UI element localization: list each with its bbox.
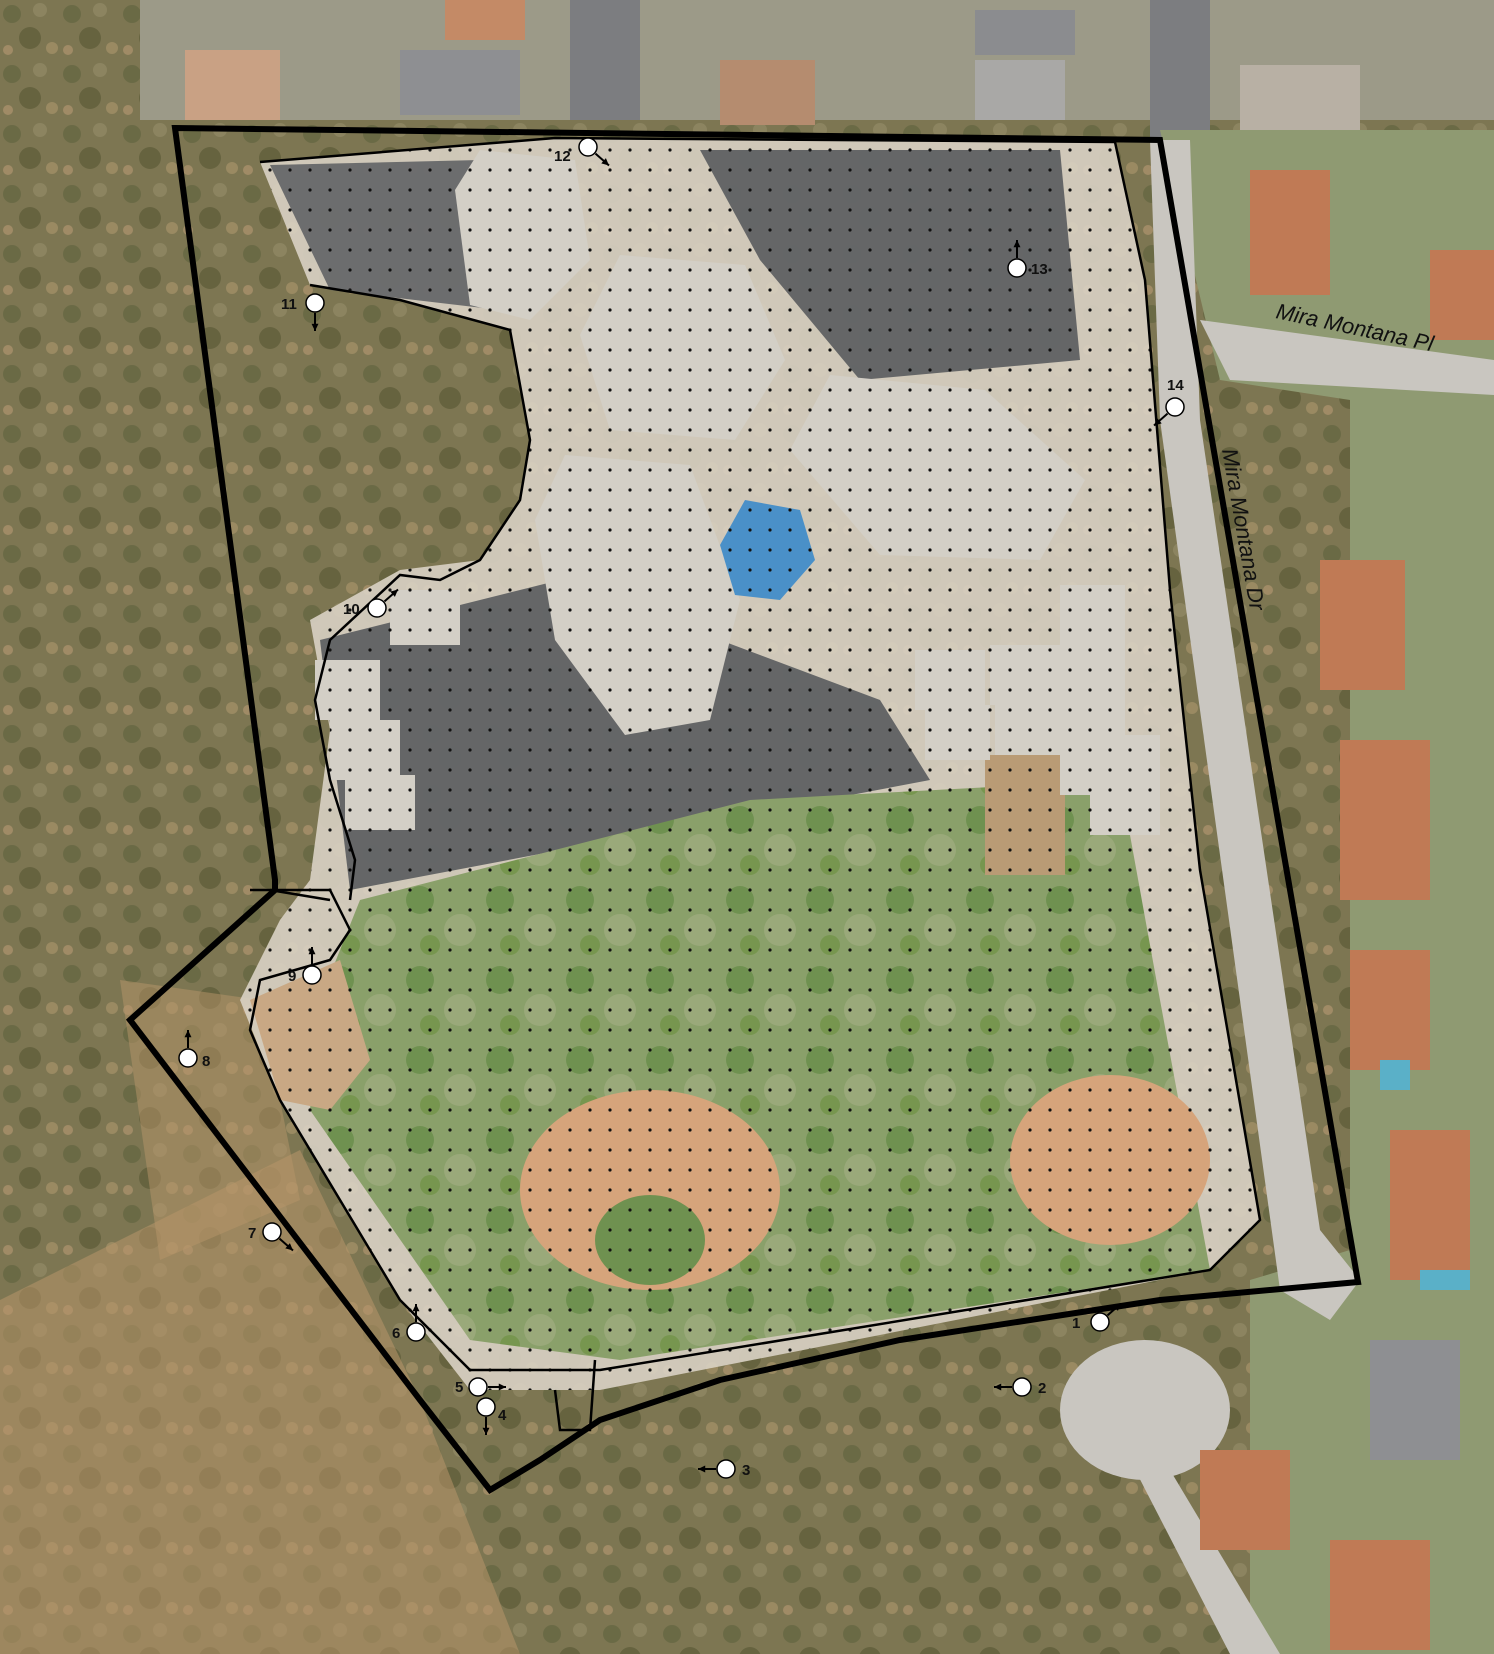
arrowhead-icon — [1013, 240, 1021, 248]
house — [1330, 1540, 1430, 1650]
viewpoint-6: 6 — [392, 1304, 426, 1342]
house — [445, 0, 525, 40]
mira-montana-dr-road — [1150, 140, 1360, 1320]
pool — [1380, 1060, 1410, 1090]
viewpoint-2: 2 — [994, 1377, 1046, 1397]
inner-boundary-line — [309, 283, 532, 901]
viewpoint-3: 3 — [698, 1459, 750, 1479]
viewpoint-8: 8 — [178, 1030, 210, 1070]
house — [975, 60, 1065, 120]
viewpoint-label: 11 — [281, 296, 297, 313]
viewpoint-label: 6 — [392, 1325, 400, 1342]
viewpoint-label: 1 — [1072, 1315, 1080, 1332]
project-boundary — [125, 124, 1362, 1494]
cul-de-sac-road — [1130, 1460, 1280, 1654]
house — [1240, 65, 1360, 135]
arrowhead-icon — [1154, 418, 1162, 426]
viewpoint-11: 11 — [281, 293, 325, 331]
viewpoint-circle-icon — [302, 965, 322, 985]
viewpoint-circle-icon — [367, 598, 387, 618]
street — [570, 0, 640, 120]
viewpoint-circle-icon — [406, 1322, 426, 1342]
arrowhead-icon — [994, 1383, 1002, 1391]
inner-boundary-line — [553, 1359, 597, 1432]
viewpoint-12: 12 — [554, 137, 610, 167]
viewpoint-circle-icon — [476, 1397, 496, 1417]
house — [1200, 1450, 1290, 1550]
house — [1350, 950, 1430, 1070]
arrowhead-icon — [482, 1427, 490, 1435]
viewpoint-5: 5 — [455, 1377, 506, 1397]
viewpoint-label: 13 — [1031, 261, 1048, 278]
viewpoint-1: 1 — [1072, 1302, 1122, 1332]
viewpoint-10: 10 — [343, 588, 399, 618]
viewpoint-label: 3 — [742, 1462, 750, 1479]
viewpoint-circle-icon — [1007, 258, 1027, 278]
street — [1150, 0, 1210, 140]
house — [400, 50, 520, 115]
viewpoint-label: 14 — [1167, 377, 1184, 394]
arrowhead-icon — [311, 323, 319, 331]
pool — [1420, 1270, 1470, 1290]
viewpoint-circle-icon — [1090, 1312, 1110, 1332]
viewpoint-circle-icon — [716, 1459, 736, 1479]
arrowhead-icon — [601, 158, 609, 166]
viewpoint-label: 9 — [288, 968, 296, 985]
viewpoint-label: 5 — [455, 1379, 463, 1396]
project-area-hatch — [240, 138, 1260, 1390]
viewpoint-label: 8 — [202, 1053, 210, 1070]
house — [1320, 560, 1405, 690]
viewpoint-9: 9 — [288, 947, 322, 985]
arrowhead-icon — [698, 1465, 706, 1473]
viewpoint-14: 14 — [1153, 377, 1185, 427]
house — [975, 10, 1075, 55]
viewpoint-circle-icon — [1012, 1377, 1032, 1397]
mira-montana-pl-road — [1200, 320, 1494, 395]
house — [720, 60, 815, 125]
house — [1430, 250, 1494, 340]
inner-boundary-line — [248, 136, 1262, 1372]
viewpoint-label: 2 — [1038, 1380, 1046, 1397]
arrowhead-icon — [390, 589, 398, 597]
viewpoint-7: 7 — [248, 1222, 294, 1252]
arrowhead-icon — [308, 947, 316, 955]
inner-boundary-line — [269, 888, 331, 902]
house — [1390, 1130, 1470, 1280]
house — [185, 50, 280, 120]
viewpoint-circle-icon — [468, 1377, 488, 1397]
viewpoint-circle-icon — [578, 137, 598, 157]
viewpoint-circle-icon — [1165, 397, 1185, 417]
arrowhead-icon — [498, 1383, 506, 1391]
dry-ground — [0, 1150, 520, 1654]
viewpoint-13: 13 — [1007, 240, 1048, 278]
arrowhead-icon — [184, 1030, 192, 1038]
house — [1340, 740, 1430, 900]
cul-de-sac — [1060, 1340, 1230, 1480]
house — [1250, 170, 1330, 295]
arrowhead-icon — [285, 1243, 293, 1251]
arrowhead-icon — [1113, 1303, 1121, 1311]
arrowhead-icon — [412, 1304, 420, 1312]
viewpoint-4: 4 — [476, 1397, 507, 1435]
viewpoint-label: 4 — [498, 1407, 507, 1424]
viewpoint-label: 12 — [554, 148, 571, 165]
viewpoint-circle-icon — [262, 1222, 282, 1242]
viewpoint-label: 7 — [248, 1225, 256, 1242]
viewpoint-circle-icon — [305, 293, 325, 313]
house — [1370, 1340, 1460, 1460]
viewpoint-circle-icon — [178, 1048, 198, 1068]
viewpoint-label: 10 — [343, 601, 360, 618]
